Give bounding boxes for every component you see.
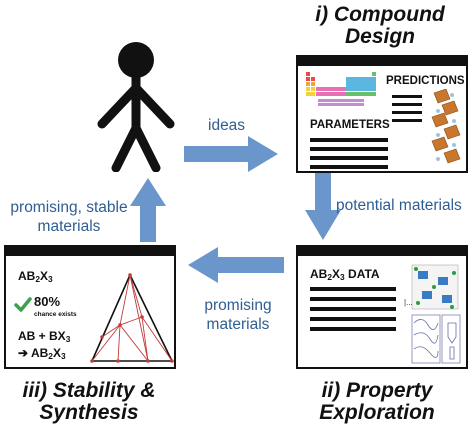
card-stability-reaction-left-sub: 3 bbox=[65, 334, 71, 345]
checkmark-icon bbox=[14, 297, 32, 312]
flow-label-promising-stable-line2: materials bbox=[37, 218, 101, 235]
card-property-data-prefix: AB bbox=[310, 267, 328, 281]
card-design-param-line-3 bbox=[310, 156, 388, 160]
card-property-data-label: AB2X3 DATA bbox=[310, 267, 380, 281]
card-property-data-suffix: DATA bbox=[344, 267, 380, 281]
card-property-data-x: X bbox=[332, 267, 341, 281]
card-stability-reaction-right-sub3: 3 bbox=[60, 351, 66, 362]
flow-label-promising-stable: promising, stable materials bbox=[6, 198, 132, 236]
card-design-parameters-label: PARAMETERS bbox=[310, 119, 390, 131]
arrow-ideas bbox=[184, 136, 278, 172]
title-property-exploration-line2: Exploration bbox=[319, 401, 435, 424]
card-compound-design-topbar bbox=[298, 57, 466, 66]
card-stability-reaction-right: ➔ AB2X3 bbox=[18, 346, 66, 360]
card-stability-reaction-arrow: ➔ bbox=[18, 346, 29, 360]
card-design-param-line-1 bbox=[310, 138, 388, 142]
flow-label-potential-materials: potential materials bbox=[336, 197, 462, 214]
card-property-line-4 bbox=[310, 317, 396, 321]
card-stability-reaction-right-x: X bbox=[52, 346, 61, 360]
periodic-table-icon bbox=[306, 72, 376, 106]
phase-diagram-icon bbox=[90, 273, 174, 363]
title-compound-design: i) Compound Design bbox=[296, 4, 464, 48]
card-property-line-2 bbox=[310, 297, 396, 301]
flow-label-promising-materials: promising materials bbox=[196, 296, 280, 334]
arrow-promising-materials bbox=[188, 247, 284, 283]
title-stability-synthesis: iii) Stability & Synthesis bbox=[6, 380, 172, 424]
card-property-line-1 bbox=[310, 287, 396, 291]
card-compound-design: PREDICTIONS PARAMETERS bbox=[296, 55, 468, 173]
card-design-prediction-line-1 bbox=[392, 95, 422, 98]
title-stability-synthesis-line2: Synthesis bbox=[39, 401, 139, 424]
svg-text:|...: |... bbox=[404, 298, 413, 307]
title-property-exploration: ii) Property Exploration bbox=[292, 380, 462, 424]
card-stability-synthesis: AB2X3 80% chance exists AB + BX3 ➔ AB2X3 bbox=[4, 245, 176, 369]
card-stability-reaction-left: AB + BX3 bbox=[18, 329, 70, 343]
card-property-data-sub2: 2 bbox=[327, 272, 333, 283]
flow-label-promising-line1: promising bbox=[204, 297, 272, 314]
card-stability-topbar bbox=[6, 247, 174, 256]
card-property-data-sub3: 3 bbox=[340, 272, 345, 283]
card-design-param-line-4 bbox=[310, 165, 388, 169]
card-property-line-3 bbox=[310, 307, 396, 311]
stick-figure-icon bbox=[97, 42, 175, 172]
arrow-potential-materials bbox=[305, 170, 341, 240]
card-design-predictions-label: PREDICTIONS bbox=[386, 75, 465, 87]
card-property-exploration: AB2X3 DATA |... bbox=[296, 245, 468, 369]
card-stability-reaction-right-sub2: 2 bbox=[48, 351, 53, 362]
flow-label-promising-stable-line1: promising, stable bbox=[10, 199, 128, 216]
flow-label-ideas: ideas bbox=[208, 117, 246, 134]
card-design-prediction-line-3 bbox=[392, 111, 422, 114]
card-property-topbar bbox=[298, 247, 466, 256]
card-stability-formula-sub3: 3 bbox=[48, 274, 53, 285]
card-stability-percent: 80% bbox=[34, 294, 61, 309]
title-compound-design-line2: Design bbox=[344, 25, 415, 48]
card-stability-chance: chance exists bbox=[34, 311, 77, 318]
card-design-param-line-2 bbox=[310, 147, 388, 151]
card-design-prediction-line-4 bbox=[392, 119, 422, 122]
title-property-exploration-line1: ii) Property bbox=[321, 379, 433, 402]
card-stability-formula-x: X bbox=[40, 269, 49, 283]
crystal-structure-icon bbox=[431, 89, 461, 164]
arrow-promising-stable bbox=[130, 178, 166, 242]
card-stability-reaction-left-text: AB + BX bbox=[18, 329, 66, 343]
flow-label-promising-line2: materials bbox=[206, 316, 270, 333]
structure-plot-icon: |... bbox=[404, 264, 461, 364]
card-stability-formula: AB2X3 bbox=[18, 269, 53, 283]
card-stability-formula-sub2: 2 bbox=[35, 274, 41, 285]
card-property-line-5 bbox=[310, 327, 396, 331]
card-stability-formula-prefix: AB bbox=[18, 269, 36, 283]
card-stability-reaction-right-prefix: AB bbox=[30, 346, 49, 360]
title-stability-synthesis-line1: iii) Stability & bbox=[22, 379, 156, 402]
card-design-prediction-line-2 bbox=[392, 103, 422, 106]
title-compound-design-line1: i) Compound bbox=[315, 3, 445, 26]
